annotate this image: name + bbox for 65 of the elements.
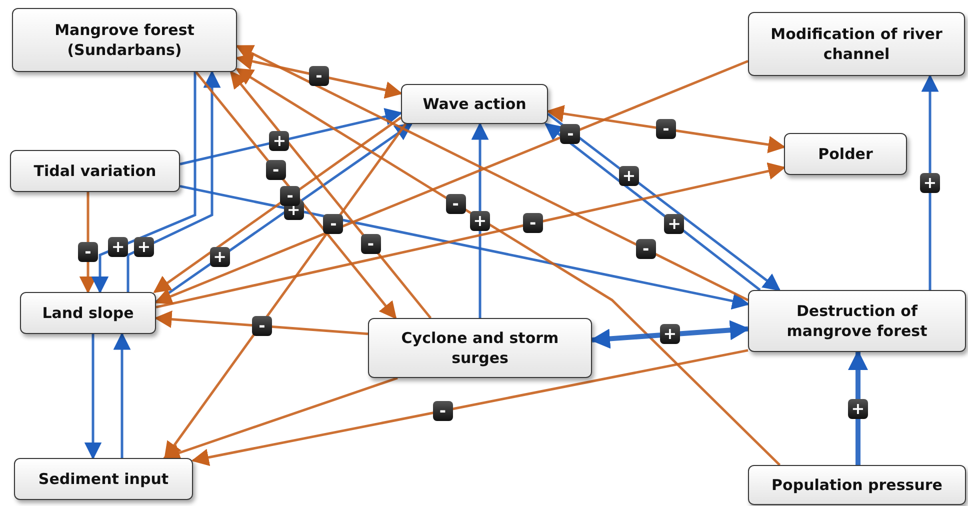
arrow xyxy=(113,332,131,458)
node-box xyxy=(784,133,907,175)
polarity-badge: + xyxy=(920,173,940,193)
arrow xyxy=(164,123,407,460)
polarity-badge: + xyxy=(618,166,639,186)
arrow xyxy=(156,162,786,308)
polarity-badge: + xyxy=(108,237,128,258)
polarity-badge: + xyxy=(660,324,680,344)
node-label: Land slope xyxy=(42,303,134,323)
arrow xyxy=(236,68,781,466)
polarity-badge: - xyxy=(522,213,543,234)
node-box xyxy=(14,458,193,500)
polarity-badge: - xyxy=(360,234,381,254)
arrow xyxy=(180,184,750,310)
polarity-badge: - xyxy=(560,124,580,144)
node-label: Polder xyxy=(818,144,873,164)
polarity-badge: - xyxy=(252,316,272,336)
arrow xyxy=(195,71,397,320)
arrow xyxy=(921,74,939,290)
polarity-badge: + xyxy=(470,211,490,231)
node-box xyxy=(748,290,966,352)
node-box xyxy=(748,465,966,505)
polarity-badge: - xyxy=(656,119,676,140)
arrow xyxy=(126,70,221,292)
polarity-badge: - xyxy=(432,400,453,421)
arrow xyxy=(546,105,786,154)
arrow xyxy=(471,122,489,318)
arrow xyxy=(590,320,750,349)
node-label: Wave action xyxy=(422,94,526,114)
arrow xyxy=(79,192,97,294)
arrow xyxy=(180,108,403,166)
node-label: Mangrove forest (Sundarbans) xyxy=(54,20,196,60)
polarity-badge: + xyxy=(848,398,868,418)
node-label: Tidal variation xyxy=(34,161,156,181)
arrow xyxy=(235,44,749,302)
arrow xyxy=(230,70,432,319)
arrow xyxy=(91,72,196,294)
arrow xyxy=(848,350,868,465)
polarity-badge: + xyxy=(210,247,230,268)
node-box xyxy=(401,84,548,124)
arrow xyxy=(191,349,748,466)
node-label: Modification of river channel xyxy=(770,24,944,64)
polarity-badge: - xyxy=(323,214,344,234)
node-label: Cyclone and storm surges xyxy=(400,328,560,368)
polarity-badge: + xyxy=(269,131,290,152)
node-box xyxy=(10,150,180,192)
polarity-badge: - xyxy=(636,239,656,260)
node-box xyxy=(20,292,156,334)
node-label: Destruction of mangrove forest xyxy=(786,301,928,341)
arrow xyxy=(154,60,748,305)
arrow xyxy=(154,310,368,336)
polarity-badge: + xyxy=(134,237,154,258)
polarity-badge: - xyxy=(266,160,286,180)
arrow xyxy=(235,52,403,99)
arrow xyxy=(84,334,102,460)
polarity-badge: - xyxy=(78,242,98,262)
node-label: Sediment input xyxy=(38,469,169,489)
polarity-badge: - xyxy=(309,66,329,86)
polarity-badge: - xyxy=(446,194,466,214)
node-box xyxy=(748,12,965,76)
node-box xyxy=(368,318,592,378)
polarity-badge: + xyxy=(664,214,684,234)
polarity-badge: - xyxy=(280,186,300,206)
node-label: Population pressure xyxy=(772,475,942,495)
node-box xyxy=(12,8,237,72)
